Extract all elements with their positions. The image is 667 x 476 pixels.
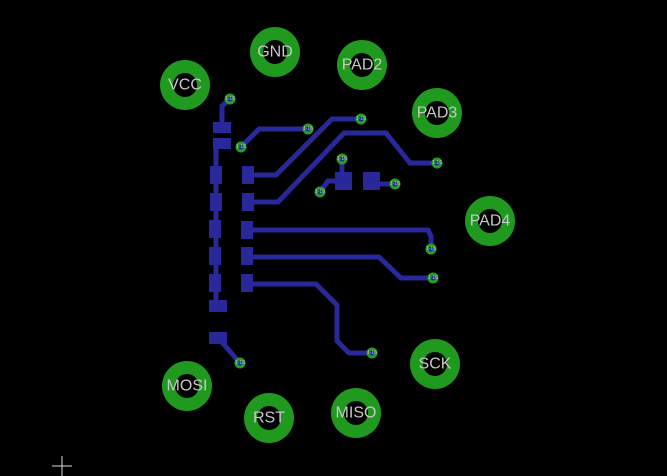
via[interactable]: 1-16 xyxy=(336,153,348,165)
trace[interactable] xyxy=(248,130,437,205)
via-label: 1-16 xyxy=(225,96,235,102)
smd-pad[interactable] xyxy=(209,300,227,312)
smd-pad[interactable] xyxy=(363,172,380,190)
smd-pad[interactable] xyxy=(209,247,221,265)
via-label: 1-16 xyxy=(426,246,436,252)
via[interactable]: 1-16 xyxy=(314,186,326,198)
smd-pad[interactable] xyxy=(241,274,253,292)
via-label: 1-16 xyxy=(428,275,438,281)
via-label: 1-16 xyxy=(315,189,325,195)
smd-pad[interactable] xyxy=(242,193,254,211)
trace[interactable] xyxy=(248,227,434,249)
via-label: 1-16 xyxy=(390,181,400,187)
pad-label: PAD2 xyxy=(342,57,383,74)
via-label: 1-16 xyxy=(432,160,442,166)
pad-pad2[interactable]: PAD2 xyxy=(337,40,387,90)
pad-rst[interactable]: RST xyxy=(244,393,294,443)
trace[interactable] xyxy=(239,126,308,149)
pad-pad4[interactable]: PAD4 xyxy=(465,196,515,246)
pad-pad3[interactable]: PAD3 xyxy=(412,88,462,138)
smd-pad[interactable] xyxy=(209,274,221,292)
smd-pads xyxy=(209,122,380,344)
smd-pad[interactable] xyxy=(335,172,352,190)
smd-pad[interactable] xyxy=(210,166,222,184)
via-label: 1-16 xyxy=(367,350,377,356)
pad-gnd[interactable]: GND xyxy=(250,27,300,77)
smd-pad[interactable] xyxy=(241,247,253,265)
pad-label: RST xyxy=(253,410,285,427)
trace[interactable] xyxy=(248,116,361,178)
via-label: 1-16 xyxy=(356,116,366,122)
pad-label: MOSI xyxy=(167,378,208,395)
pad-mosi[interactable]: MOSI xyxy=(162,361,212,411)
via[interactable]: 1-16 xyxy=(302,123,314,135)
smd-pad[interactable] xyxy=(209,220,221,238)
trace[interactable] xyxy=(248,281,372,356)
smd-pad[interactable] xyxy=(209,332,227,344)
pad-label: GND xyxy=(257,44,293,61)
via-label: 1-16 xyxy=(236,144,246,150)
vias: 1-16 1-16 1-16 1-16 1-16 1-16 1-16 1-16 1-16 1-16… xyxy=(224,93,443,369)
pad-label: PAD4 xyxy=(470,213,511,230)
smd-pad[interactable] xyxy=(213,138,231,149)
pad-sck[interactable]: SCK xyxy=(410,339,460,389)
via[interactable]: 1-16 xyxy=(389,178,401,190)
via-label: 1-16 xyxy=(235,360,245,366)
via[interactable]: 1-16 xyxy=(427,272,439,284)
smd-pad[interactable] xyxy=(210,193,222,211)
via-label: 1-16 xyxy=(337,156,347,162)
via[interactable]: 1-16 xyxy=(431,157,443,169)
pad-miso[interactable]: MISO xyxy=(331,388,381,438)
trace[interactable] xyxy=(248,254,433,281)
via-label: 1-16 xyxy=(303,126,313,132)
via[interactable]: 1-16 xyxy=(224,93,236,105)
via[interactable]: 1-16 xyxy=(235,141,247,153)
via[interactable]: 1-16 xyxy=(425,243,437,255)
via[interactable]: 1-16 xyxy=(366,347,378,359)
smd-pad[interactable] xyxy=(241,221,253,239)
pad-vcc[interactable]: VCC xyxy=(160,60,210,110)
smd-pad[interactable] xyxy=(213,122,231,133)
pad-label: PAD3 xyxy=(417,105,458,122)
via[interactable]: 1-16 xyxy=(234,357,246,369)
pad-label: MISO xyxy=(336,405,377,422)
pad-label: SCK xyxy=(419,356,452,373)
smd-pad[interactable] xyxy=(242,166,254,184)
pad-label: VCC xyxy=(168,77,202,94)
origin-crosshair-icon xyxy=(52,456,72,476)
via[interactable]: 1-16 xyxy=(355,113,367,125)
